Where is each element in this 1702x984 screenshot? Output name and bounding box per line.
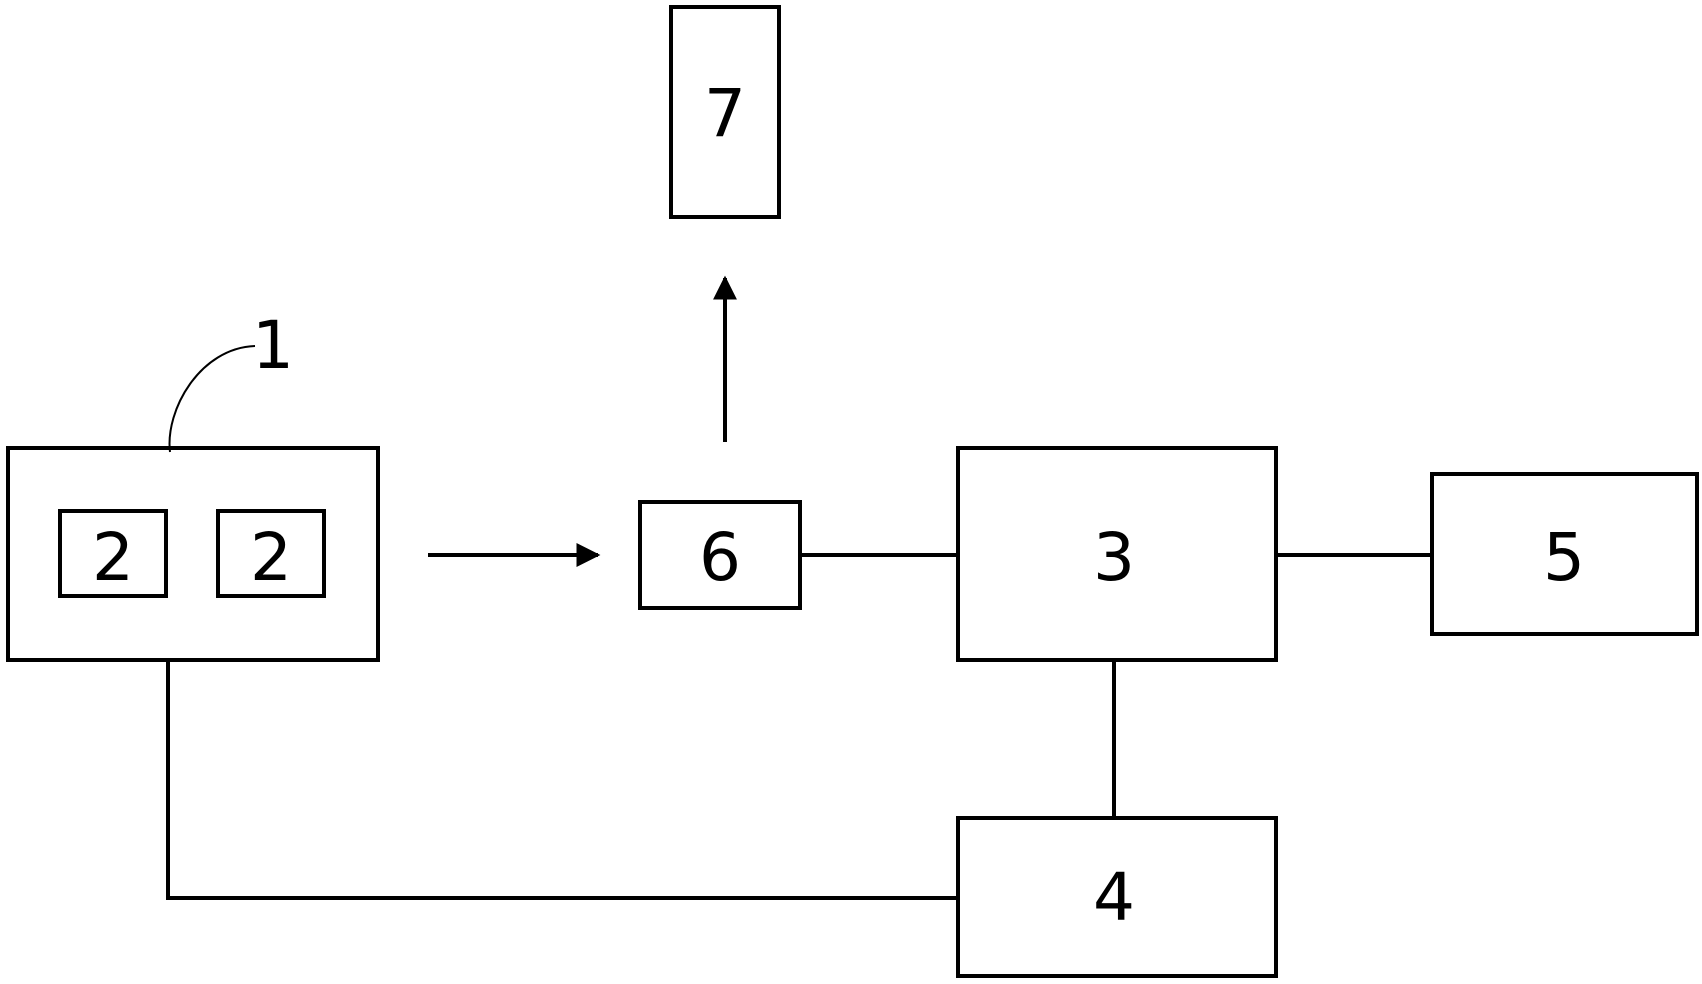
- block-1: [6, 446, 380, 662]
- line-1-to-4: [166, 660, 958, 900]
- label-4: 4: [1093, 859, 1135, 936]
- label-2-left: 2: [92, 519, 134, 596]
- label-1: 1: [252, 307, 294, 384]
- block-2-left: [58, 509, 168, 598]
- label-6: 6: [699, 519, 741, 596]
- label-2-right: 2: [250, 519, 292, 596]
- label-7: 7: [704, 75, 746, 152]
- label-3: 3: [1093, 519, 1135, 596]
- block-7: [669, 5, 781, 219]
- label-5: 5: [1543, 519, 1585, 596]
- leader-line-1: [168, 345, 256, 453]
- block-5: [1430, 472, 1699, 636]
- block-2-right: [216, 509, 326, 598]
